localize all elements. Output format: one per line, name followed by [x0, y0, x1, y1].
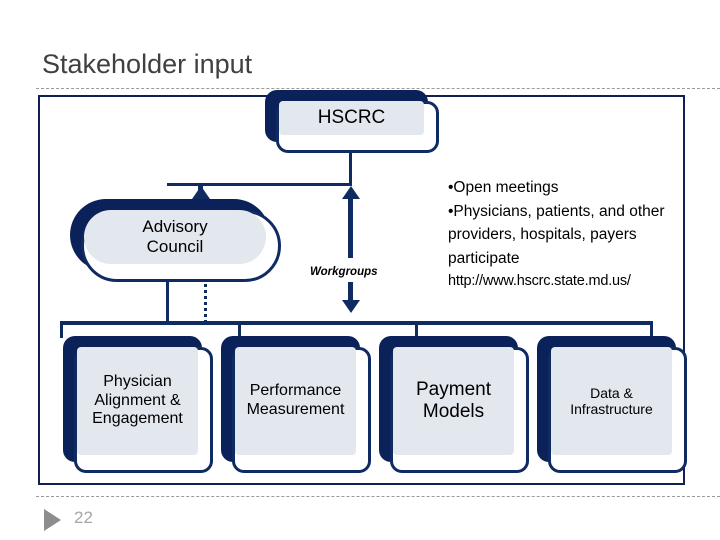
connector-hscrc-stem	[349, 142, 352, 184]
node-performance-measurement-label: Performance Measurement	[235, 347, 356, 455]
connector-drop-payment	[415, 324, 418, 338]
node-physician-alignment-engagement-label: Physician Alignment & Engagement	[77, 347, 198, 455]
node-physician-alignment-engagement[interactable]: Physician Alignment & Engagement	[63, 336, 213, 473]
arrow-up-icon-workgroups	[342, 186, 360, 199]
arrow-up-icon-advisory	[192, 186, 210, 199]
divider-top	[36, 88, 720, 89]
node-payment-models-label: Payment Models	[393, 347, 514, 455]
node-performance-measurement[interactable]: Performance Measurement	[221, 336, 371, 473]
connector-drop-performance	[238, 324, 241, 338]
connector-advisory-drop	[166, 271, 169, 324]
note-bullet-1: •Open meetings	[448, 179, 559, 196]
play-triangle-icon[interactable]	[44, 509, 61, 531]
connector-label-workgroups: Workgroups	[310, 266, 378, 278]
node-hscrc[interactable]: HSCRC	[265, 90, 439, 153]
arrow-down-icon-workgroups	[342, 300, 360, 313]
page-title: Stakeholder input	[42, 49, 253, 79]
advisory-line-2: Council	[146, 237, 204, 256]
divider-bottom	[36, 496, 720, 497]
connector-workgroups-shaft-upper	[348, 198, 353, 258]
connector-lower-bus	[60, 321, 653, 325]
note-bullet-2: •Physicians, patients, and other provide…	[448, 202, 665, 267]
notes-block: •Open meetings •Physicians, patients, an…	[448, 176, 686, 292]
page-number: 22	[74, 508, 93, 527]
connector-drop-data	[650, 324, 653, 338]
connector-dotted-drop	[204, 277, 207, 323]
node-hscrc-label: HSCRC	[279, 101, 424, 135]
node-advisory-council[interactable]: Advisory Council	[70, 199, 281, 282]
node-advisory-council-label: Advisory Council	[84, 210, 266, 264]
connector-upper-bus	[167, 183, 352, 186]
advisory-line-1: Advisory	[142, 217, 208, 237]
connector-drop-physician	[60, 324, 63, 338]
connector-workgroups-shaft-lower	[348, 282, 353, 304]
node-payment-models[interactable]: Payment Models	[379, 336, 529, 473]
node-data-infrastructure-label: Data & Infrastructure	[551, 347, 672, 455]
note-url[interactable]: http://www.hscrc.state.md.us/	[448, 273, 631, 290]
node-data-infrastructure[interactable]: Data & Infrastructure	[537, 336, 687, 473]
